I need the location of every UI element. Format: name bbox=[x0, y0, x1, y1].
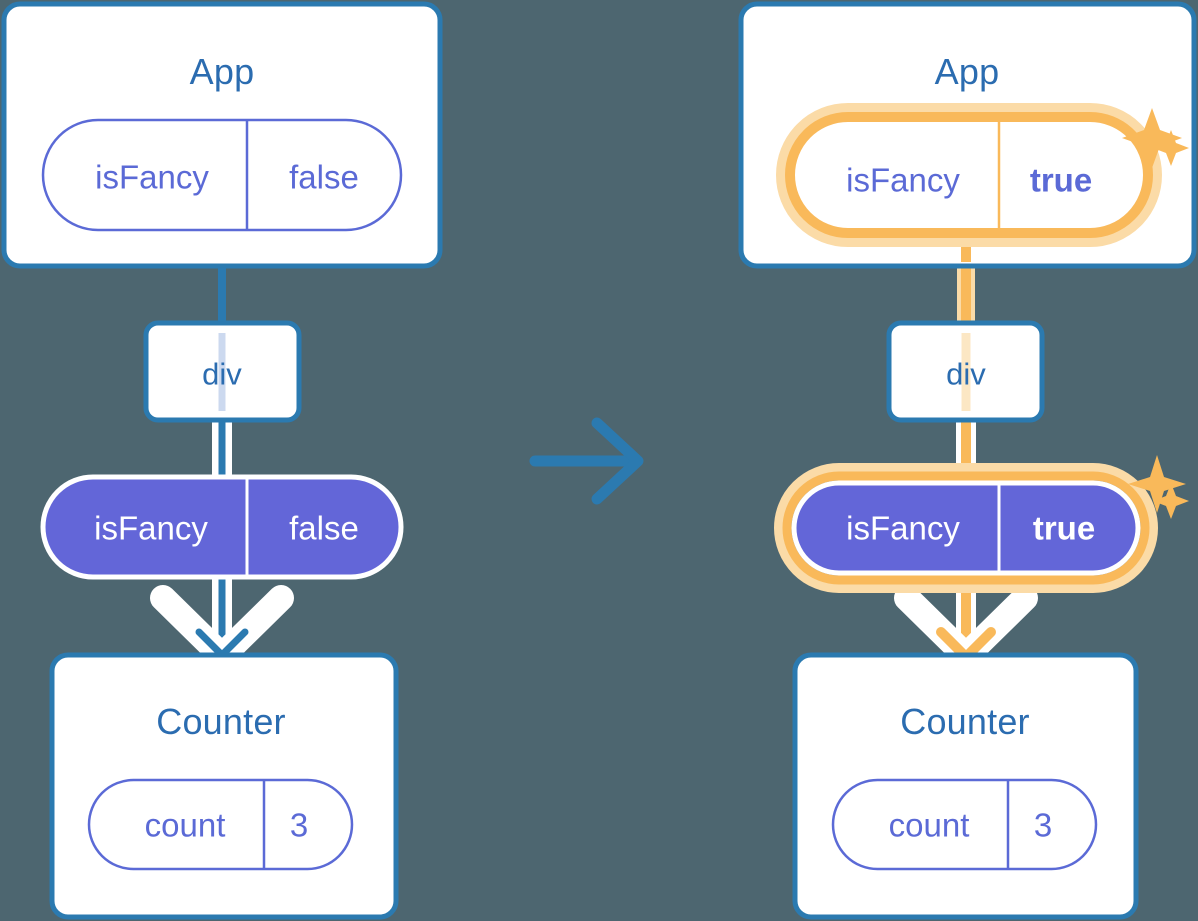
panel-after bbox=[738, 1, 1197, 920]
transition-arrow-group bbox=[529, 417, 644, 505]
prop-pill-glow-after bbox=[774, 463, 1158, 593]
counter-pill-after bbox=[831, 778, 1098, 871]
sparkle-icon-prop-small bbox=[1153, 483, 1189, 519]
prop-pill-ring-after bbox=[782, 471, 1150, 585]
transition-arrow-head bbox=[591, 417, 644, 505]
panel-before bbox=[1, 1, 443, 920]
sparkle-icon-app-large bbox=[1122, 108, 1182, 168]
sparkle-icon-prop-large bbox=[1128, 455, 1186, 513]
prop-pill-before bbox=[40, 474, 404, 580]
app-pill-ring-after bbox=[785, 112, 1153, 238]
sparkle-icon-app-small bbox=[1153, 130, 1189, 166]
prop-pill-after bbox=[791, 480, 1141, 576]
app-pill-before bbox=[41, 118, 403, 232]
counter-pill-before bbox=[87, 778, 354, 871]
